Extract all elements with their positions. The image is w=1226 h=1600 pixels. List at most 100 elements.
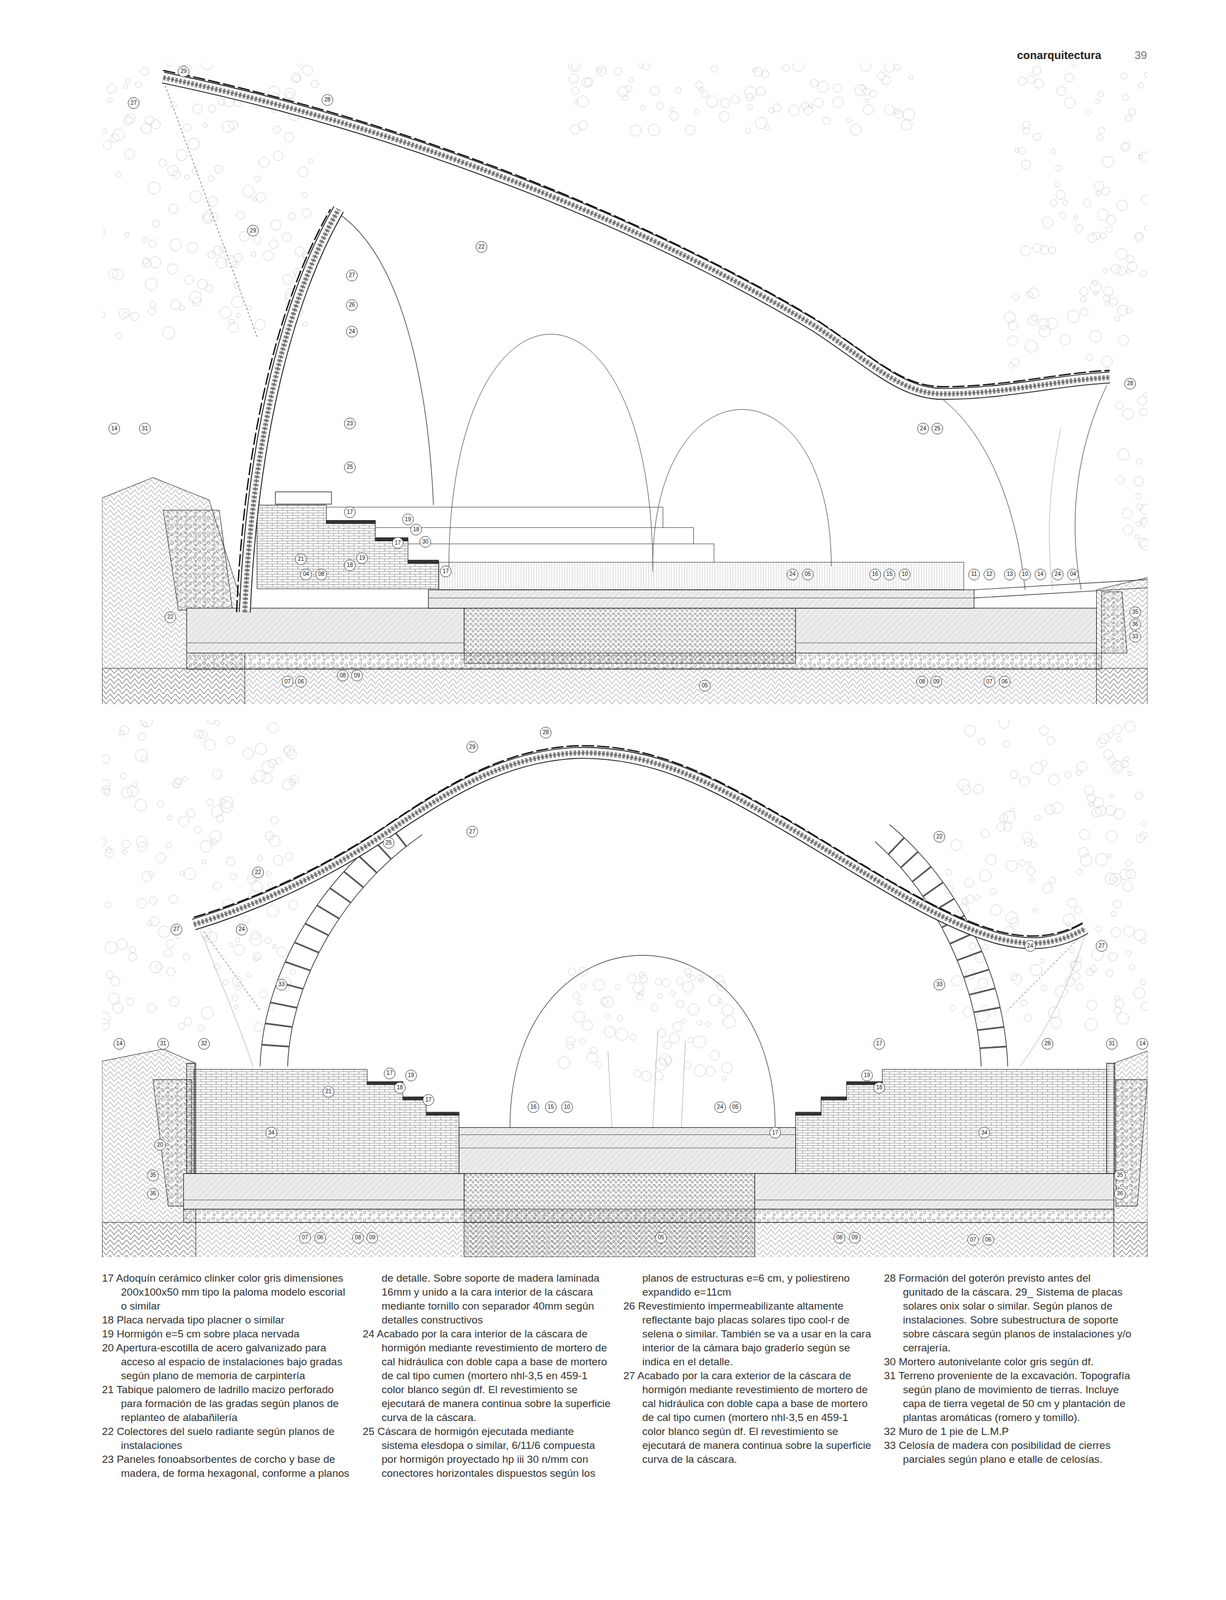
leaf-cluster — [112, 269, 124, 280]
leaf-cluster — [1030, 964, 1042, 976]
leaf-cluster — [1116, 475, 1125, 484]
leaf-cluster — [1138, 82, 1145, 89]
callout-number: 08 — [916, 677, 929, 686]
leaf-cluster — [710, 65, 718, 73]
leaf-cluster — [731, 95, 740, 105]
leaf-cluster — [963, 1006, 973, 1016]
leaf-cluster — [1111, 927, 1121, 937]
leaf-cluster — [1059, 333, 1071, 345]
leaf-cluster — [1135, 493, 1142, 499]
leaf-cluster — [182, 776, 188, 782]
leaf-cluster — [166, 967, 175, 976]
leaf-cluster — [209, 212, 218, 222]
leaf-cluster — [210, 830, 222, 843]
leaf-cluster — [1103, 294, 1111, 302]
slab — [795, 607, 1097, 654]
leaf-cluster — [170, 299, 181, 310]
leaf-cluster — [125, 113, 136, 124]
callout-number: 10 — [1018, 570, 1031, 578]
leaf-cluster — [579, 1037, 586, 1044]
leaf-cluster — [149, 960, 162, 973]
seat-plate — [820, 1096, 847, 1100]
leaf-cluster — [1049, 876, 1057, 884]
leaf-cluster — [753, 67, 763, 77]
leaf-cluster — [877, 71, 885, 80]
leaf-cluster — [232, 975, 242, 986]
leaf-cluster — [1027, 315, 1038, 325]
leaf-cluster — [1073, 215, 1078, 221]
leaf-cluster — [1009, 917, 1019, 927]
leaf-cluster — [282, 274, 293, 285]
callout-number: 08 — [351, 1233, 364, 1242]
parabolic-arch — [652, 409, 831, 566]
leaf-cluster — [147, 920, 153, 926]
leaf-cluster — [221, 795, 234, 809]
leaf-cluster — [1021, 159, 1031, 170]
outline — [186, 642, 1097, 644]
leaf-cluster — [965, 894, 975, 904]
callout-number: 33 — [275, 980, 288, 989]
leaf-cluster — [1124, 925, 1135, 936]
shell-core — [163, 77, 1111, 394]
seat-plate — [375, 537, 409, 541]
shell-core — [244, 208, 339, 612]
callout-number: 05 — [801, 570, 815, 578]
tree-foliage — [945, 718, 1148, 1030]
tree-foliage — [101, 718, 299, 1031]
leaf-cluster — [1125, 859, 1132, 866]
outline — [974, 579, 1148, 598]
leaf-cluster — [578, 120, 588, 130]
leaf-cluster — [882, 75, 892, 85]
leaf-cluster — [234, 253, 243, 262]
leaf-cluster — [614, 67, 622, 75]
leaf-cluster — [1042, 216, 1054, 228]
leaf-cluster — [1124, 756, 1129, 761]
leaf-cluster — [178, 1022, 185, 1029]
leaf-cluster — [1051, 801, 1063, 814]
lattice-edge — [201, 933, 1086, 1067]
leaf-cluster — [1097, 91, 1104, 97]
leaf-cluster — [572, 991, 581, 999]
leaf-cluster — [1075, 224, 1084, 233]
leaf-cluster — [1010, 972, 1018, 981]
leaf-cluster — [289, 968, 296, 975]
callout-number: 19 — [356, 553, 369, 562]
callout-number: 21 — [322, 1087, 335, 1096]
leaf-cluster — [148, 239, 157, 248]
leaf-cluster — [669, 106, 675, 113]
leaf-cluster — [1135, 232, 1143, 240]
arch-rib — [957, 950, 982, 961]
leaf-cluster — [265, 831, 274, 840]
leaf-cluster — [261, 760, 275, 773]
leaf-cluster — [286, 749, 296, 759]
seat-plate — [326, 520, 376, 524]
leaf-cluster — [1140, 517, 1148, 527]
leaf-cluster — [235, 985, 241, 991]
leaf-cluster — [1105, 301, 1109, 306]
leaf-cluster — [655, 102, 663, 110]
leaf-cluster — [1109, 873, 1122, 885]
leaf-cluster — [721, 1004, 734, 1016]
leaf-cluster — [1039, 325, 1051, 337]
tree-foliage — [558, 966, 736, 1081]
leaf-cluster — [1040, 759, 1048, 766]
leaf-cluster — [110, 133, 120, 143]
callout-number: 31 — [138, 424, 152, 433]
leaf-cluster — [1135, 534, 1140, 539]
leaf-cluster — [1022, 127, 1030, 135]
longitudinal-section — [101, 63, 1148, 704]
leaf-cluster — [198, 730, 207, 739]
callout-number: 29 — [177, 67, 190, 76]
leaf-cluster — [192, 168, 198, 174]
leaf-cluster — [704, 1020, 710, 1026]
leaf-cluster — [226, 736, 235, 744]
leaf-cluster — [108, 993, 120, 1005]
leaf-cluster — [1106, 226, 1113, 233]
leaf-cluster — [961, 897, 968, 904]
leaf-cluster — [641, 63, 650, 71]
leaf-cluster — [1136, 503, 1143, 510]
callout-number: 14 — [1034, 570, 1047, 578]
leaf-cluster — [120, 725, 130, 735]
leaf-cluster — [788, 104, 800, 116]
leaf-cluster — [596, 1061, 602, 1068]
